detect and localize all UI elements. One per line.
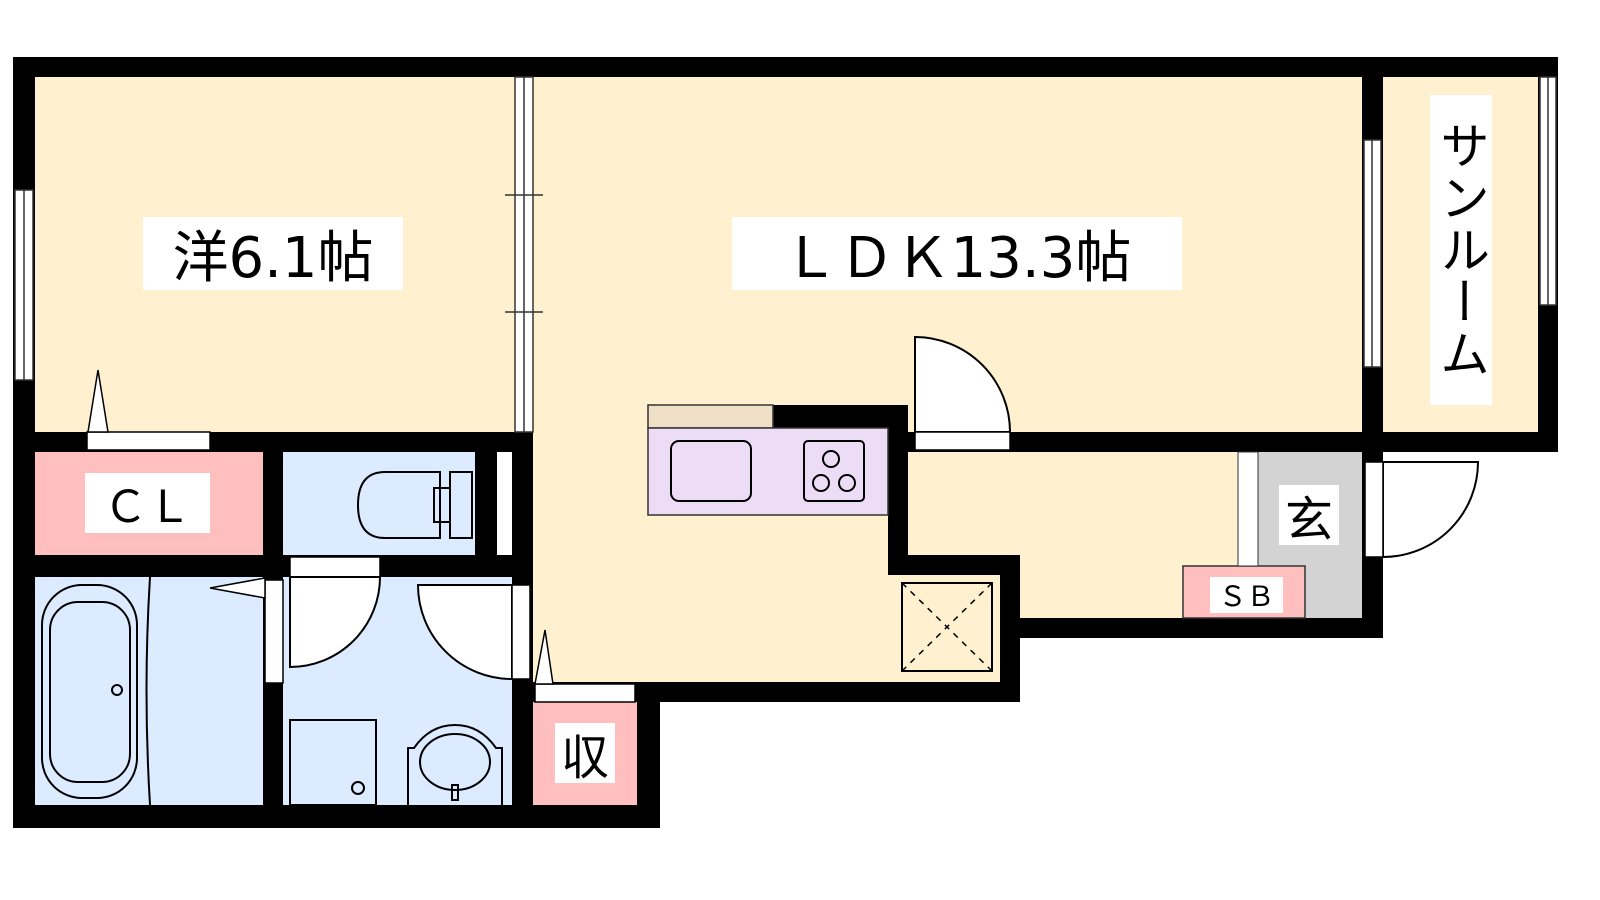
- toilet-window: [497, 452, 512, 555]
- kitchen-counter: [647, 404, 1020, 575]
- entrance-label: 玄: [1279, 485, 1339, 548]
- entrance-step: [1237, 451, 1259, 567]
- washbasin-icon: [407, 723, 503, 805]
- fridge-space: [901, 582, 993, 672]
- western-room-label: 洋6.1帖: [143, 217, 403, 291]
- washing-machine-icon: [289, 719, 377, 806]
- stove-icon: [803, 440, 865, 502]
- bathtub-icon: [41, 576, 151, 806]
- ldk-lower-wall: [637, 682, 1020, 702]
- sink-icon: [670, 440, 752, 502]
- shoe-box-label: ＳＢ: [1210, 577, 1283, 613]
- windows: [14, 76, 1557, 433]
- storage-label: 収: [555, 723, 615, 786]
- toilet-icon: [356, 471, 473, 539]
- toilet-floor: [283, 452, 475, 555]
- ldk-label: ＬＤＫ13.3帖: [732, 217, 1182, 291]
- doors: [86, 335, 1480, 703]
- closet-label: ＣＬ: [85, 473, 210, 533]
- sunroom-label: サンルーム: [1430, 95, 1492, 405]
